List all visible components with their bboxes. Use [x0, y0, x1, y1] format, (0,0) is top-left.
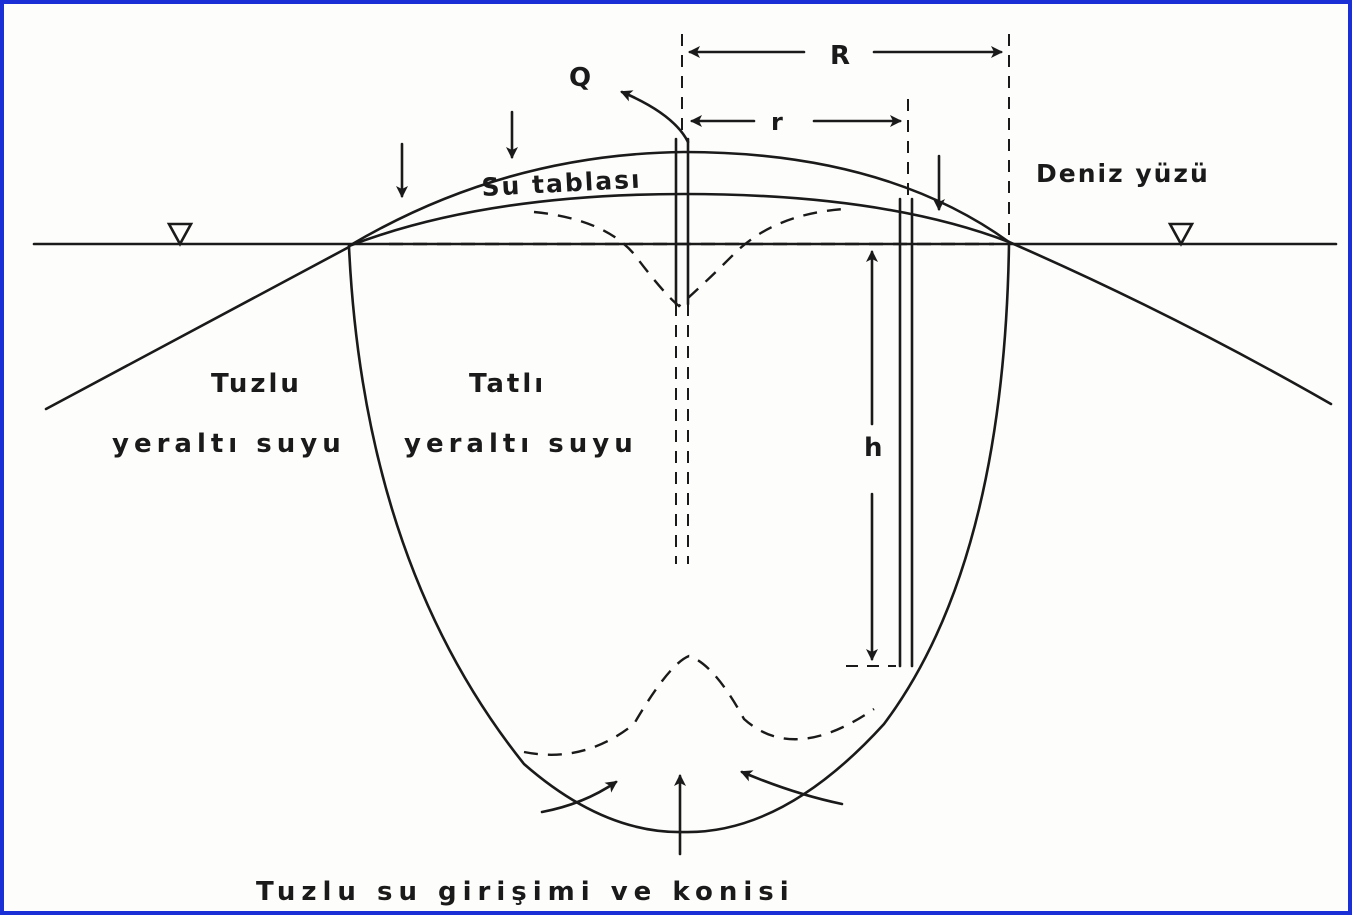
label-R: R	[830, 41, 850, 71]
label-sea-surface: Deniz yüzü	[1036, 159, 1210, 188]
upconing-cone	[523, 654, 875, 756]
discharge-arrow	[620, 90, 690, 144]
intrusion-arrow-right	[740, 770, 844, 806]
label-fresh-1: Tatlı	[469, 369, 546, 399]
label-Q: Q	[569, 63, 591, 93]
diagram-canvas: R r Q h Su tablası Deniz yüzü Tuzlu yera…	[32, 34, 1338, 907]
water-table-upper	[347, 150, 1011, 248]
label-bottom-caption: Tuzlu su girişimi ve konisi	[256, 877, 795, 907]
label-r: r	[771, 108, 783, 136]
left-slope-line	[44, 245, 351, 411]
label-h: h	[864, 433, 883, 463]
right-slope-line	[1007, 240, 1333, 406]
sea-level-marker-left	[166, 222, 194, 247]
drawdown-cone	[533, 207, 845, 308]
intrusion-arrow-left	[540, 780, 618, 814]
label-saline-1: Tuzlu	[211, 369, 302, 399]
water-table-lower	[347, 192, 1011, 248]
sea-level-marker-right	[1167, 222, 1195, 247]
freshwater-lens-boundary	[347, 242, 1011, 834]
label-saline-2: yeraltı suyu	[112, 429, 346, 459]
label-fresh-2: yeraltı suyu	[404, 429, 638, 459]
